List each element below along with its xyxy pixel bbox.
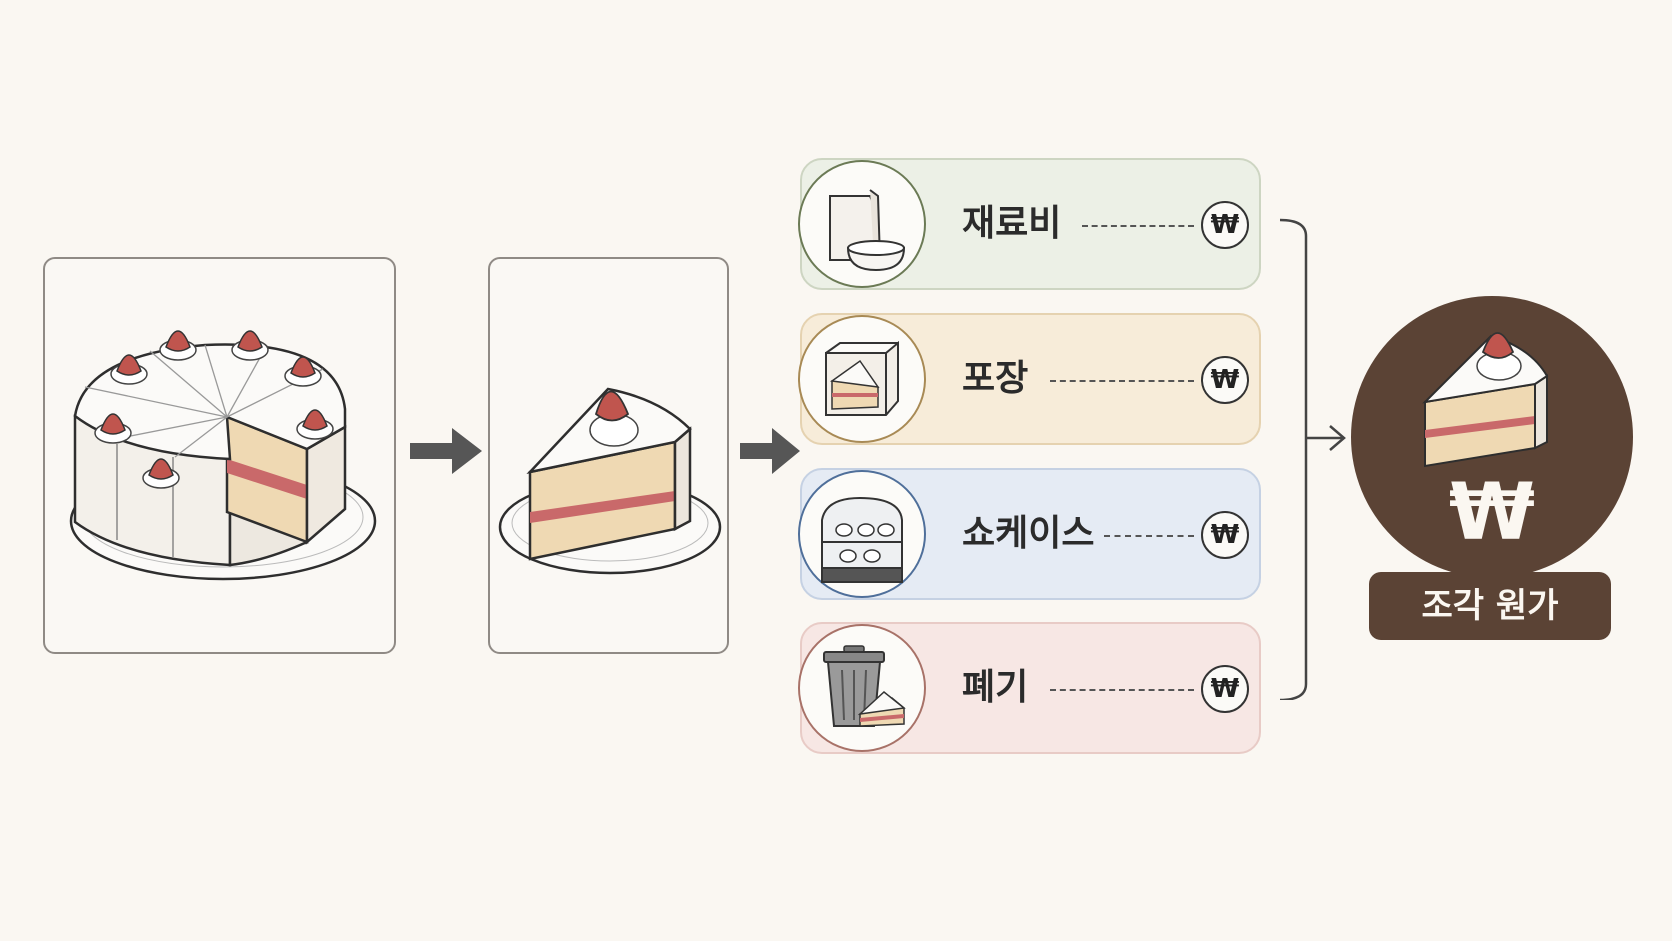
sum-bracket: [1279, 218, 1346, 700]
leader-dots: [1050, 380, 1194, 382]
won-coin-icon: ₩: [1201, 665, 1249, 713]
showcase-display-icon: [821, 496, 903, 583]
won-coin-icon: ₩: [1201, 511, 1249, 559]
whole-cake-icon: [69, 330, 377, 581]
cake-slice-icon: [1422, 332, 1549, 468]
cost-item-label: 재료비: [962, 203, 1062, 244]
cost-icon-circle: [798, 624, 926, 752]
packaging-box-icon: [825, 340, 899, 416]
cost-icon-circle: [798, 470, 926, 598]
trash-can-icon: [823, 645, 906, 727]
slice-cost-result: ₩: [1351, 296, 1633, 578]
leader-dots: [1082, 225, 1194, 227]
won-symbol: ₩: [1448, 468, 1536, 558]
arrow-right-icon: [410, 428, 482, 474]
arrow-right-icon: [740, 428, 800, 474]
ingredients-icon: [829, 189, 906, 272]
leader-dots: [1104, 535, 1194, 537]
cake-slice-icon: [498, 387, 722, 575]
whole-cake-panel: [43, 257, 396, 654]
cost-icon-circle: [798, 160, 926, 288]
cake-slice-panel: [488, 257, 729, 654]
cost-item-label: 포장: [962, 358, 1029, 399]
cost-item-waste: 폐기 ₩: [798, 622, 1261, 754]
cost-icon-circle: [798, 315, 926, 443]
cost-item-label: 쇼케이스: [962, 513, 1095, 554]
cost-item-label: 폐기: [962, 667, 1029, 708]
cost-item-ingredients: 재료비 ₩: [798, 158, 1261, 290]
won-coin-icon: ₩: [1201, 356, 1249, 404]
cost-item-packaging: 포장 ₩: [798, 313, 1261, 445]
leader-dots: [1050, 689, 1194, 691]
cost-item-showcase: 쇼케이스 ₩: [798, 468, 1261, 600]
result-label: 조각 원가: [1369, 572, 1611, 640]
won-coin-icon: ₩: [1201, 201, 1249, 249]
